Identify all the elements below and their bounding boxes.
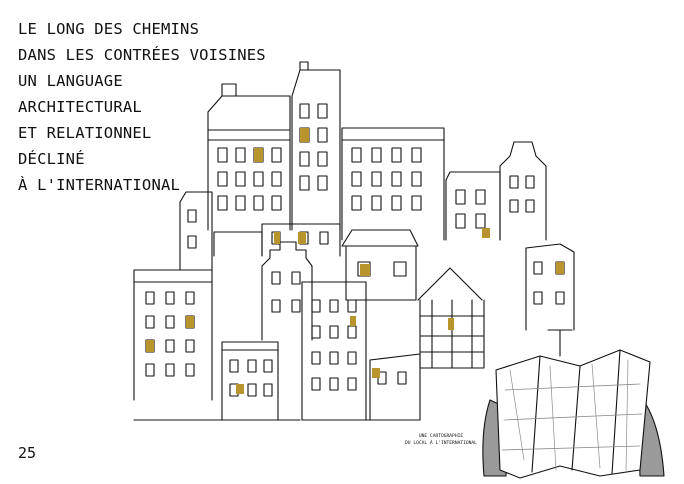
- caption-line: UNE CARTOGRAPHIE: [418, 434, 464, 439]
- building-gabled-right: [499, 141, 547, 241]
- title-line: ET RELATIONNEL: [18, 124, 152, 142]
- title-line: ARCHITECTURAL: [18, 98, 142, 116]
- page-number: 25: [18, 444, 37, 462]
- building-stepped-gable: [261, 241, 313, 341]
- title-line: LE LONG DES CHEMINS: [18, 20, 200, 38]
- gold-windows: [146, 128, 564, 394]
- building-tile-roof: [341, 229, 419, 301]
- building-tall-center: [291, 61, 341, 231]
- building-small-bottom-right: [369, 353, 421, 421]
- building-small-bottom: [221, 341, 279, 421]
- building-tall-left: [207, 83, 291, 231]
- building-half-timbered: [417, 267, 485, 369]
- title-line: DANS LES CONTRÉES VOISINES: [18, 46, 266, 64]
- building-small-left: [179, 191, 213, 271]
- title-line: À L'INTERNATIONAL: [18, 176, 181, 194]
- building-center-lower: [301, 281, 367, 421]
- page-title: LE LONG DES CHEMINS DANS LES CONTRÉES VO…: [18, 16, 266, 198]
- folded-map: [495, 329, 651, 479]
- title-line: DÉCLINÉ: [18, 150, 85, 168]
- building-house-right-lower: [525, 243, 575, 331]
- building-left-apartment: [133, 269, 213, 401]
- building-apartment-right: [341, 127, 445, 241]
- caption-line: DU LOCAL À L'INTERNATIONAL: [405, 441, 477, 446]
- building-far-right: [445, 171, 501, 241]
- caption: UNE CARTOGRAPHIE DU LOCAL À L'INTERNATIO…: [395, 433, 487, 447]
- title-line: UN LANGUAGE: [18, 72, 123, 90]
